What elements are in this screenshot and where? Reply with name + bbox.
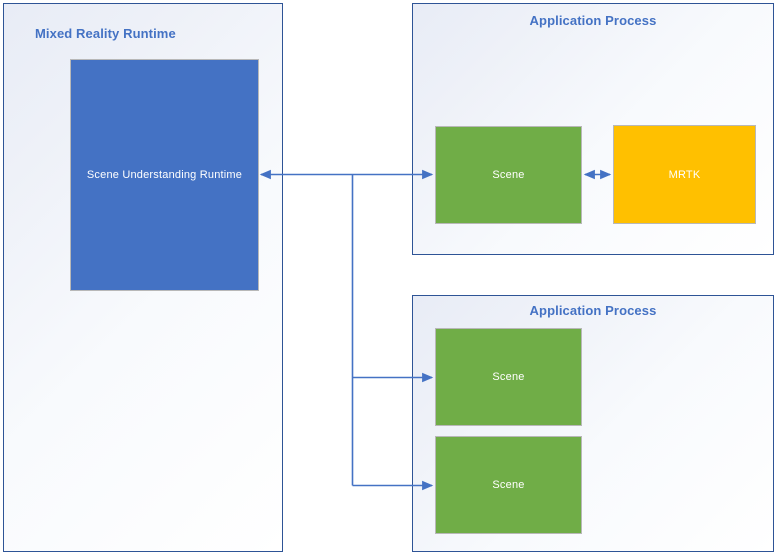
panel-title-application-process-bottom: Application Process: [529, 303, 657, 318]
box-label-scene-understanding-runtime: Scene Understanding Runtime: [86, 169, 243, 181]
panel-title-mixed-reality-runtime: Mixed Reality Runtime: [35, 26, 176, 41]
box-label-mrtk: MRTK: [668, 168, 701, 181]
box-scene-bottom[interactable]: Scene: [435, 436, 582, 534]
box-scene-understanding-runtime[interactable]: Scene Understanding Runtime: [70, 59, 259, 291]
panel-title-application-process-top: Application Process: [529, 13, 657, 28]
box-label-scene-middle: Scene: [492, 371, 525, 383]
box-mrtk[interactable]: MRTK: [613, 125, 756, 224]
box-scene-top[interactable]: Scene: [435, 126, 582, 224]
box-label-scene-top: Scene: [492, 169, 525, 181]
box-scene-middle[interactable]: Scene: [435, 328, 582, 426]
box-label-scene-bottom: Scene: [492, 479, 525, 491]
